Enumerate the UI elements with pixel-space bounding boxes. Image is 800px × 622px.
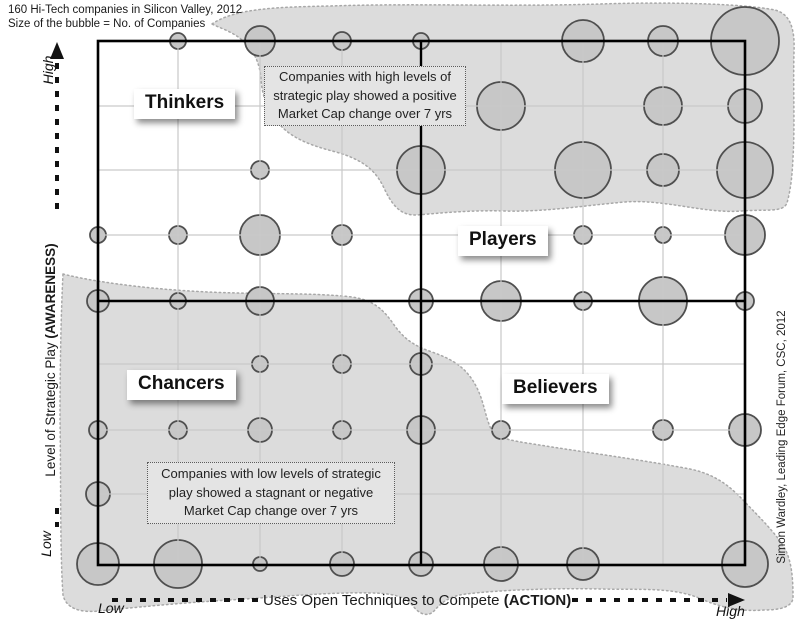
quadrant-label-players: Players xyxy=(458,226,548,256)
annotation-high-strategic-play: Companies with high levels of strategic … xyxy=(264,66,466,126)
x-axis-title-text: Uses Open Techniques to Compete xyxy=(263,592,500,609)
x-axis-high-label: High xyxy=(716,603,745,619)
y-axis-low-label: Low xyxy=(38,531,54,557)
x-axis-low-label: Low xyxy=(98,600,124,616)
y-axis-title-emphasis: (AWARENESS) xyxy=(43,243,58,339)
y-axis-title-text: Level of Strategic Play xyxy=(43,342,58,477)
chart-subtitle: Size of the bubble = No. of Companies xyxy=(8,18,206,30)
y-axis-title: Level of Strategic Play (AWARENESS) xyxy=(43,210,61,510)
quadrant-label-believers: Believers xyxy=(502,374,609,404)
quadrant-label-thinkers: Thinkers xyxy=(134,89,236,119)
annotation-low-strategic-play: Companies with low levels of strategic p… xyxy=(147,462,395,524)
attribution-text: Simon Wardley, Leading Edge Forum, CSC, … xyxy=(776,310,788,564)
y-axis-high-label: High xyxy=(40,55,56,85)
x-axis-title: Uses Open Techniques to Compete (ACTION) xyxy=(263,592,571,609)
low-strategic-play-region-blob xyxy=(59,273,794,616)
x-axis-arrowhead-icon xyxy=(728,593,745,607)
x-axis-title-emphasis: (ACTION) xyxy=(503,592,572,609)
y-axis-arrowhead-icon xyxy=(50,42,64,59)
chart-title: 160 Hi-Tech companies in Silicon Valley,… xyxy=(8,4,243,16)
chart-header: 160 Hi-Tech companies in Silicon Valley,… xyxy=(8,3,242,31)
quadrant-label-chancers: Chancers xyxy=(127,370,236,400)
